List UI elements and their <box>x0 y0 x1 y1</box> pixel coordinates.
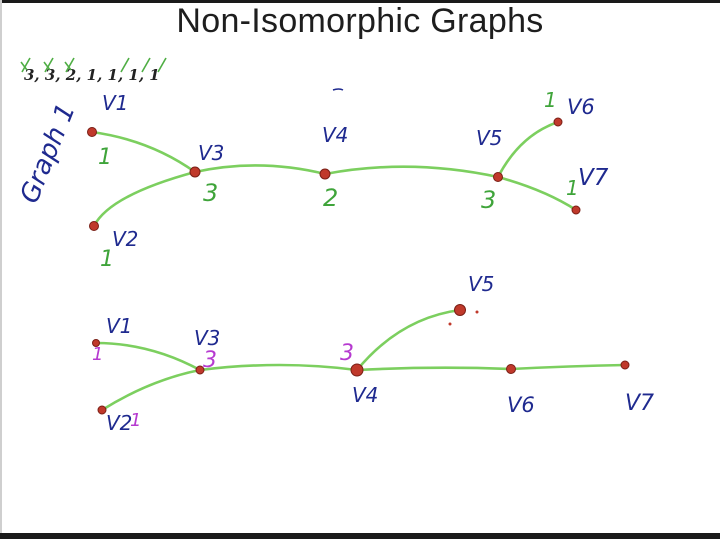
graph1-vertex-labels: V1 V2 V3 V4 V5 V6 V7 <box>102 91 609 251</box>
graph2-edges <box>94 308 627 412</box>
degree-sequence: 3, 3, 2, 1, 1, 1, 1 <box>24 66 160 84</box>
graph1-label-v3: V3 <box>198 141 224 165</box>
graph1-vertex-v4 <box>319 168 331 180</box>
graph2-label-v4: V4 <box>352 383 378 407</box>
graph2-label-v6: V6 <box>507 393 535 417</box>
graph1-edge-v3-v4 <box>193 164 327 176</box>
graph2-edge-v6-v7 <box>509 363 627 371</box>
graph1-edge-v4-v5 <box>323 165 500 179</box>
graph2-label-v5: V5 <box>468 272 494 296</box>
graph1-vertex-v2 <box>89 221 99 231</box>
graph1-vertex-v5 <box>493 172 503 182</box>
graph1-degree-v7: 1 <box>566 176 579 200</box>
graph2-degree-labels: 1 1 3 3 <box>92 341 354 431</box>
graph2-edge-v3-v4 <box>198 363 359 372</box>
graph1-label-v7: V7 <box>578 165 609 191</box>
graph2-edge-v4-v5 <box>355 308 462 372</box>
graph1-edge-v2-v3 <box>92 170 197 228</box>
top-border <box>0 0 720 3</box>
graph2-label-v7: V7 <box>625 391 654 416</box>
graph2-label-v1: V1 <box>106 314 132 338</box>
graph1-degree-labels: 1 1 3 2 3 1 1 <box>98 88 579 272</box>
graph2-edge-v2-v3 <box>100 368 202 412</box>
graph1-vertex-v3 <box>189 166 201 178</box>
graph1-degree-v6: 1 <box>544 88 557 112</box>
slide-title: Non-Isomorphic Graphs <box>176 2 544 40</box>
graph2-edge-v1-v3 <box>94 341 202 372</box>
graph2-vertex-v5 <box>454 304 466 316</box>
graph1-degree-v2: 1 <box>100 247 114 272</box>
graph2-degree-v2: 1 <box>130 410 141 431</box>
graph2-label-v3: V3 <box>194 326 220 350</box>
graph2-vertex-v2 <box>97 405 107 415</box>
graph1-vertex-v6 <box>553 117 563 127</box>
graph2-degree-v4: 3 <box>340 341 354 366</box>
graph1-degree-v1: 1 <box>98 145 112 170</box>
stray-mark <box>332 88 344 91</box>
left-border <box>0 0 2 539</box>
graph1-label-v1: V1 <box>102 91 128 115</box>
graph1-degree-v4: 2 <box>323 184 338 212</box>
graph1-vertex-v1 <box>87 127 97 137</box>
graph1-label-v5: V5 <box>476 126 502 150</box>
graph2-vertex-labels: V1 V2 V3 V4 V5 V6 V7 <box>106 272 654 435</box>
graph1-degree-v5: 3 <box>481 186 496 214</box>
bottom-border <box>0 533 720 539</box>
graph1-vertices <box>87 117 581 231</box>
graph2-vertex-v6 <box>506 364 516 374</box>
graph2-vertex-v7 <box>620 360 630 370</box>
graph2-vertex-v4 <box>350 363 364 377</box>
graph1-edge-v1-v3 <box>90 130 197 174</box>
graph1-label: Graph 1 <box>15 99 82 207</box>
graph2-vertex-v3 <box>195 365 205 375</box>
graph1-label-v2: V2 <box>112 227 138 251</box>
graph1-vertex-v7 <box>571 205 581 215</box>
graph1-edge-v5-v7 <box>496 175 578 212</box>
graph2-degree-v1: 1 <box>92 344 103 365</box>
graph2-label-v2: V2 <box>106 411 132 435</box>
graph2-stray-dots <box>448 310 479 326</box>
graph1-label-v4: V4 <box>322 123 348 147</box>
graph1-edge-v5-v6 <box>496 120 560 179</box>
graph2-vertices <box>92 304 630 415</box>
graph2-degree-v3: 3 <box>203 348 217 373</box>
degree-sequence-tick-marks <box>20 57 167 73</box>
graph1-degree-v3: 3 <box>203 179 218 207</box>
graph2-vertex-v1 <box>92 339 100 347</box>
graph1-edges <box>90 120 578 228</box>
graph1-label-v6: V6 <box>567 95 595 119</box>
graph2-edge-v4-v6 <box>355 366 513 372</box>
